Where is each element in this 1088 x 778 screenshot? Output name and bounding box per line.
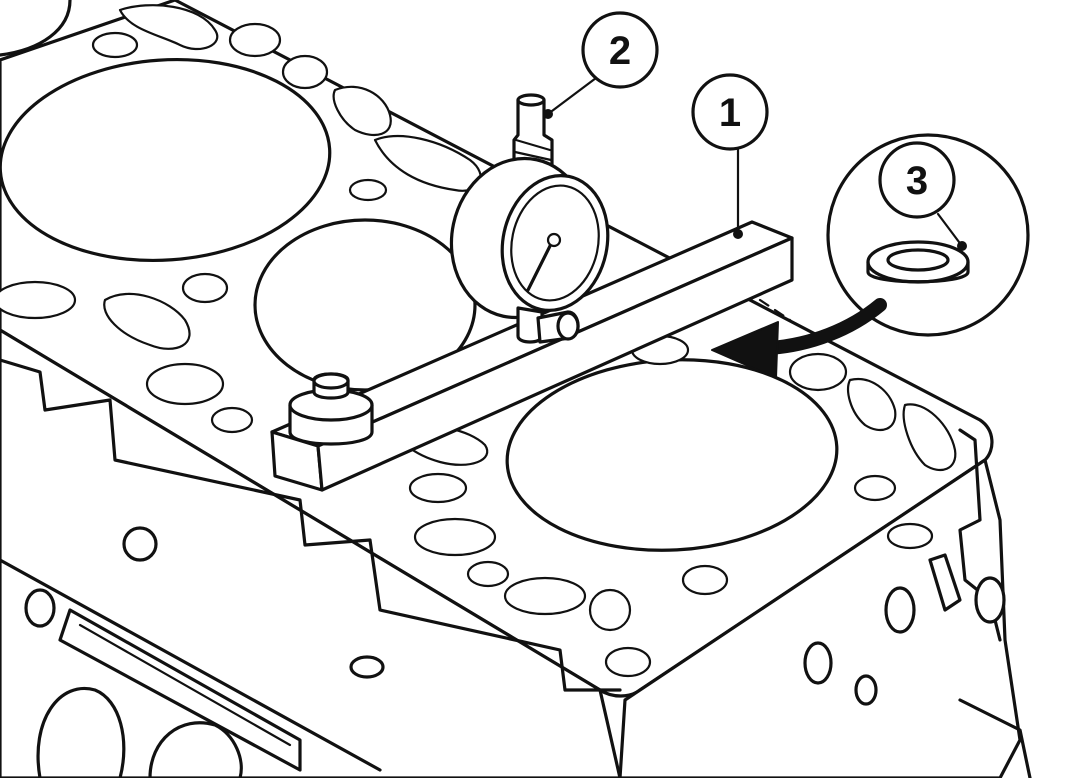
- hole: [91, 31, 139, 59]
- side-lower-edge: [0, 558, 382, 772]
- arrow-head: [711, 321, 779, 379]
- gauge-clamp-screw-end: [556, 311, 580, 341]
- hole: [466, 560, 510, 588]
- hole: [902, 403, 957, 472]
- washer-thickness: [866, 260, 970, 284]
- hole: [604, 646, 652, 678]
- front-rib: [928, 553, 962, 612]
- hole: [588, 588, 632, 632]
- side-hole-left: [24, 588, 56, 628]
- side-bolt-hole: [122, 526, 158, 562]
- arrow-shaft: [763, 298, 887, 355]
- cylinder-bores: [0, 0, 839, 552]
- callout-label-3: 3: [906, 159, 928, 203]
- hole: [503, 576, 587, 616]
- gauge-stem-top: [516, 93, 546, 107]
- washer-inset: [826, 133, 1030, 337]
- washer-inset-circle: [826, 133, 1030, 337]
- hole: [0, 280, 77, 320]
- callout-bubble-2: [581, 11, 659, 89]
- gauge-needle: [526, 238, 555, 292]
- hole: [210, 406, 254, 434]
- arrow-hidden-line: [758, 298, 792, 322]
- callout-bubble-1: [691, 73, 769, 151]
- bar-locating-pin: [288, 372, 374, 446]
- cylinder-bore-1: [0, 57, 332, 263]
- front-hole-2: [803, 641, 833, 685]
- leader-line-3: [936, 212, 964, 248]
- front-hole-3: [854, 674, 878, 706]
- hole: [853, 474, 897, 502]
- hole: [103, 292, 191, 350]
- hole: [788, 352, 848, 392]
- lower-cylinder-arc-1: [36, 686, 126, 778]
- hole: [118, 4, 219, 50]
- callout-label-1: 1: [719, 91, 741, 135]
- hole: [681, 564, 729, 596]
- leader-line-2: [546, 76, 598, 116]
- hole: [413, 517, 497, 557]
- gauge-stem-knurl: [513, 138, 553, 162]
- dial-gauge: [449, 93, 610, 344]
- front-lower-step: [958, 698, 1032, 778]
- measuring-bar-side: [316, 236, 794, 492]
- hole: [228, 22, 282, 58]
- side-panel-inner: [78, 623, 292, 747]
- washer-hole: [886, 248, 950, 272]
- front-hole-1: [884, 586, 916, 634]
- side-hole-mid: [349, 655, 385, 679]
- front-hole-4: [974, 576, 1006, 624]
- deck-ledge: [0, 358, 622, 692]
- callout-1: 1: [691, 73, 769, 151]
- hole: [181, 272, 229, 304]
- callout-label-2: 2: [609, 29, 631, 73]
- gasket-holes: [0, 4, 957, 678]
- callout-3: 3: [878, 141, 956, 219]
- callout-2: 2: [581, 11, 659, 89]
- callout-leaders: [546, 76, 964, 248]
- cylinder-bore-0-edge: [0, 0, 72, 57]
- gauge-needle-hub: [546, 232, 562, 248]
- hole: [886, 522, 934, 550]
- hole: [348, 178, 388, 202]
- hole: [281, 54, 329, 90]
- hole: [145, 362, 225, 406]
- hole: [408, 472, 468, 504]
- hole: [332, 85, 392, 137]
- lower-cylinder-arc-2: [148, 721, 243, 778]
- hole: [847, 377, 897, 432]
- side-panel: [58, 608, 302, 772]
- callout-bubble-3: [878, 141, 956, 219]
- pin-head-top: [312, 372, 350, 390]
- arrow-icon: [711, 298, 887, 379]
- block-side-face: [0, 328, 622, 778]
